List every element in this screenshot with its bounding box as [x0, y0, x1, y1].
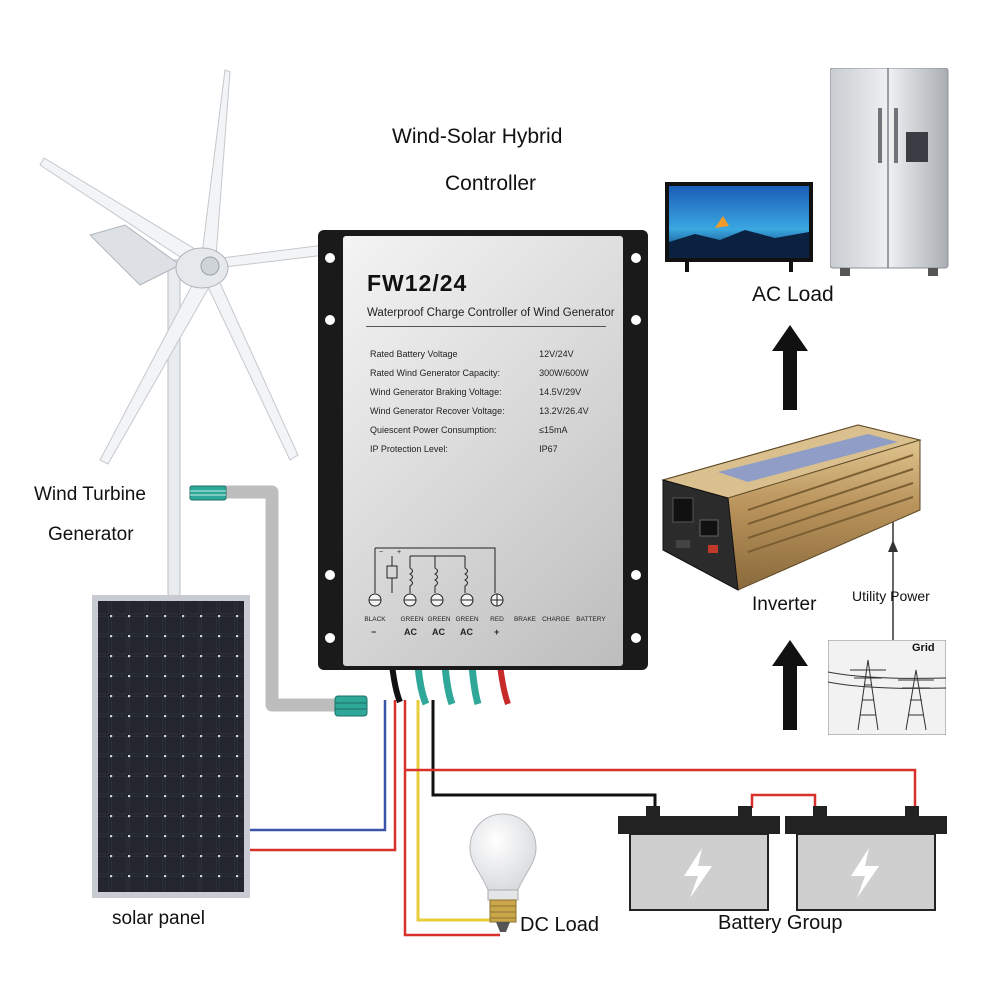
spec-value: 14.5V/29V: [539, 387, 582, 397]
subtitle-underline: [366, 326, 606, 327]
controller-terminal-screws: [368, 593, 504, 607]
terminal-label: BLACK: [364, 616, 386, 623]
grid-label: Grid: [912, 642, 935, 654]
solar-panel-icon: [92, 595, 250, 898]
spec-label: Quiescent Power Consumption:: [370, 425, 497, 435]
spec-value: 12V/24V: [539, 349, 574, 359]
terminal-sublabel: −: [371, 627, 377, 637]
terminal-sublabel: +: [494, 627, 500, 637]
solar-panel-label: solar panel: [112, 908, 205, 929]
inverter-label: Inverter: [752, 594, 817, 615]
diagram-title-line1: Wind-Solar Hybrid: [392, 125, 563, 148]
spec-row: Wind Generator Recover Voltage: 13.2V/26…: [370, 406, 600, 425]
up-arrow-icon: [772, 640, 808, 730]
up-arrow-icon: [772, 325, 808, 410]
svg-text:+: +: [397, 549, 401, 556]
terminal-sublabel: AC: [460, 627, 473, 637]
controller-model: FW12/24: [367, 270, 468, 296]
spec-value: ≤15mA: [539, 425, 568, 435]
controller-cable-green-3: [468, 664, 482, 705]
spec-label: IP Protection Level:: [370, 444, 448, 454]
spec-value: 13.2V/26.4V: [539, 406, 589, 416]
spec-value: 300W/600W: [539, 368, 589, 378]
diagram-title-line2: Controller: [445, 172, 537, 195]
svg-text:−: −: [379, 549, 383, 556]
grid-tower-icon: [828, 640, 946, 735]
wind-turbine-icon: [39, 69, 326, 600]
turbine-connector-icon: [189, 485, 227, 501]
controller-schematic: − +: [374, 547, 496, 593]
terminal-label: GREEN: [400, 616, 424, 623]
dc-load-wire-red: [403, 700, 500, 937]
grid-cable-arrowhead: [888, 540, 898, 552]
wind-turbine-label-line2: Generator: [48, 524, 134, 545]
controller-subtitle: Waterproof Charge Controller of Wind Gen…: [367, 307, 615, 319]
controller-cable-red: [497, 664, 511, 706]
terminal-label: GREEN: [427, 616, 451, 623]
turbine-cable: [205, 485, 350, 712]
television-icon: [665, 182, 813, 272]
controller-cable-black: [389, 664, 403, 704]
controller-cable-green-2: [441, 664, 456, 706]
terminal-label: CHARGE: [542, 616, 570, 623]
ac-load-label: AC Load: [752, 283, 834, 306]
spec-value: IP67: [539, 444, 558, 454]
utility-power-label: Utility Power: [852, 588, 930, 604]
spec-label: Rated Battery Voltage: [370, 349, 458, 359]
spec-row: Wind Generator Braking Voltage: 14.5V/29…: [370, 387, 600, 406]
inverter-icon: [661, 424, 922, 591]
spec-row: Rated Wind Generator Capacity: 300W/600W: [370, 368, 600, 387]
spec-label: Wind Generator Recover Voltage:: [370, 406, 505, 416]
controller-mount-holes: [325, 253, 641, 643]
spec-row: IP Protection Level: IP67: [370, 444, 600, 463]
battery-icon: [785, 806, 947, 911]
spec-label: Rated Wind Generator Capacity:: [370, 368, 501, 378]
dc-load-wire-yellow: [416, 700, 500, 922]
terminal-sublabel: AC: [432, 627, 445, 637]
light-bulb-icon: [469, 813, 537, 932]
cable-connector-icon: [334, 695, 368, 717]
battery-wire-red: [405, 768, 917, 810]
dc-load-label: DC Load: [520, 914, 599, 936]
terminal-label: BATTERY: [576, 616, 606, 623]
battery-icon: [618, 806, 780, 911]
spec-label: Wind Generator Braking Voltage:: [370, 387, 502, 397]
battery-group-label: Battery Group: [718, 912, 843, 934]
battery-link-red: [750, 793, 817, 815]
controller-faceplate: [343, 236, 623, 666]
terminal-label: BRAKE: [513, 616, 537, 623]
battery-wire-black: [431, 700, 657, 815]
spec-row: Quiescent Power Consumption: ≤15mA: [370, 425, 600, 444]
terminal-label: GREEN: [455, 616, 479, 623]
terminal-sublabel: AC: [404, 627, 417, 637]
solar-wire-blue: [248, 700, 387, 832]
controller-cable-green-1: [414, 664, 430, 706]
terminal-label: RED: [490, 616, 504, 623]
spec-row: Rated Battery Voltage 12V/24V: [370, 349, 600, 368]
solar-wire-red: [248, 700, 397, 852]
controller-spec-table: Rated Battery Voltage 12V/24V Rated Wind…: [370, 349, 600, 463]
wind-turbine-label-line1: Wind Turbine: [34, 484, 146, 505]
refrigerator-icon: [830, 68, 949, 276]
